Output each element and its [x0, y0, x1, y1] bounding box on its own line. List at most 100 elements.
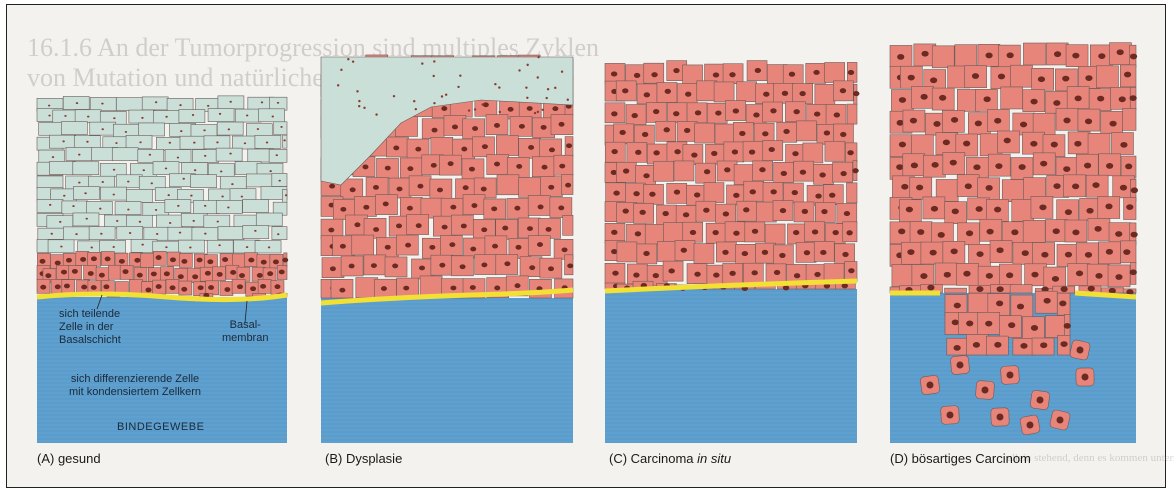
healthy-nucleus — [49, 204, 51, 206]
insitu-nucleus — [780, 208, 786, 213]
healthy-nucleus — [102, 181, 104, 183]
dysplasia-nucleus — [350, 187, 356, 192]
malignant-nucleus — [1030, 141, 1037, 147]
basal-nucleus — [181, 287, 187, 292]
insitu-nucleus — [713, 72, 719, 77]
healthy-nucleus — [194, 169, 196, 171]
invasive-nucleus — [952, 320, 959, 326]
malignant-nucleus — [1052, 276, 1059, 282]
basal-nucleus — [61, 270, 67, 275]
malignant-nucleus — [1095, 226, 1102, 232]
dysplasia-nucleus — [469, 167, 475, 172]
healthy-cell — [39, 122, 65, 135]
insitu-cell — [847, 183, 857, 203]
healthy-nucleus — [276, 154, 278, 156]
malignant-cell — [1123, 108, 1136, 130]
malignant-nucleus — [1131, 232, 1138, 238]
dysplasia-nucleus — [373, 185, 379, 190]
healthy-nucleus — [277, 102, 279, 104]
healthy-nucleus — [561, 71, 563, 73]
insitu-nucleus — [848, 268, 854, 273]
dysplasia-nucleus — [470, 285, 476, 290]
healthy-cell — [246, 174, 272, 187]
healthy-cell — [37, 199, 63, 212]
basal-nucleus — [64, 284, 70, 289]
healthy-nucleus — [217, 221, 219, 223]
healthy-nucleus — [143, 169, 145, 171]
basal-nucleus — [217, 272, 223, 277]
dysplasia-nucleus — [515, 283, 521, 288]
insitu-cell — [617, 242, 637, 262]
malignant-nucleus — [921, 94, 928, 100]
basal-nucleus — [156, 284, 162, 289]
healthy-nucleus — [52, 156, 54, 158]
healthy-cell — [255, 135, 281, 148]
malignant-nucleus — [1020, 122, 1027, 128]
healthy-nucleus — [168, 194, 170, 196]
malignant-nucleus — [973, 164, 980, 170]
basal-nucleus — [267, 271, 273, 276]
malignant-nucleus — [1115, 274, 1122, 280]
insitu-nucleus — [611, 71, 617, 76]
malignant-nucleus — [965, 183, 972, 189]
basal-nucleus — [197, 258, 203, 263]
basal-nucleus — [91, 256, 97, 261]
insitu-nucleus — [770, 189, 776, 194]
malignant-nucleus — [1053, 228, 1060, 234]
insitu-nucleus — [711, 151, 717, 156]
malignant-nucleus — [1072, 230, 1079, 236]
insitu-nucleus — [742, 251, 748, 256]
healthy-nucleus — [179, 232, 181, 234]
malignant-nucleus — [1011, 229, 1018, 235]
insitu-nucleus — [633, 191, 639, 196]
dysplasia-nucleus — [450, 286, 456, 291]
healthy-nucleus — [127, 181, 129, 183]
healthy-nucleus — [363, 107, 365, 109]
healthy-nucleus — [518, 69, 520, 71]
insitu-nucleus — [712, 230, 718, 235]
healthy-nucleus — [207, 105, 209, 107]
insitu-nucleus — [649, 192, 655, 197]
insitu-nucleus — [644, 92, 650, 97]
healthy-nucleus — [78, 154, 80, 156]
insitu-nucleus — [684, 128, 690, 133]
malignant-nucleus — [1115, 231, 1122, 237]
healthy-nucleus — [547, 88, 549, 90]
healthy-cell — [115, 202, 141, 215]
healthy-nucleus — [272, 116, 274, 118]
healthy-nucleus — [76, 102, 78, 104]
dysplasia-nucleus — [431, 163, 437, 168]
insitu-nucleus — [848, 70, 854, 75]
healthy-nucleus — [433, 102, 435, 104]
basal-nucleus — [103, 284, 109, 289]
healthy-nucleus — [78, 182, 80, 184]
healthy-nucleus — [127, 209, 129, 211]
healthy-nucleus — [165, 116, 167, 118]
healthy-nucleus — [261, 101, 263, 103]
insitu-nucleus — [694, 192, 700, 197]
healthy-cell — [37, 176, 63, 189]
insitu-nucleus — [829, 193, 835, 198]
healthy-nucleus — [155, 209, 157, 211]
healthy-nucleus — [204, 155, 206, 157]
healthy-nucleus — [102, 128, 104, 130]
dysplasia-nucleus — [528, 145, 534, 150]
healthy-nucleus — [177, 205, 179, 207]
basal-nucleus — [45, 273, 51, 278]
insitu-nucleus — [846, 230, 852, 235]
healthy-nucleus — [169, 142, 171, 144]
malignant-nucleus — [1130, 95, 1137, 101]
malignant-nucleus — [1125, 164, 1132, 170]
insitu-cell — [704, 183, 724, 203]
dysplasia-nucleus — [548, 185, 554, 190]
malignant-cell — [1010, 285, 1032, 293]
insitu-cell — [694, 244, 714, 264]
dysplasia-nucleus — [471, 203, 477, 208]
invasive-nucleus — [1031, 325, 1038, 331]
malignant-nucleus — [950, 160, 957, 166]
healthy-nucleus — [415, 108, 417, 110]
healthy-nucleus — [266, 142, 268, 144]
healthy-nucleus — [340, 69, 342, 71]
healthy-nucleus — [481, 103, 483, 105]
dysplasia-nucleus — [385, 166, 391, 171]
